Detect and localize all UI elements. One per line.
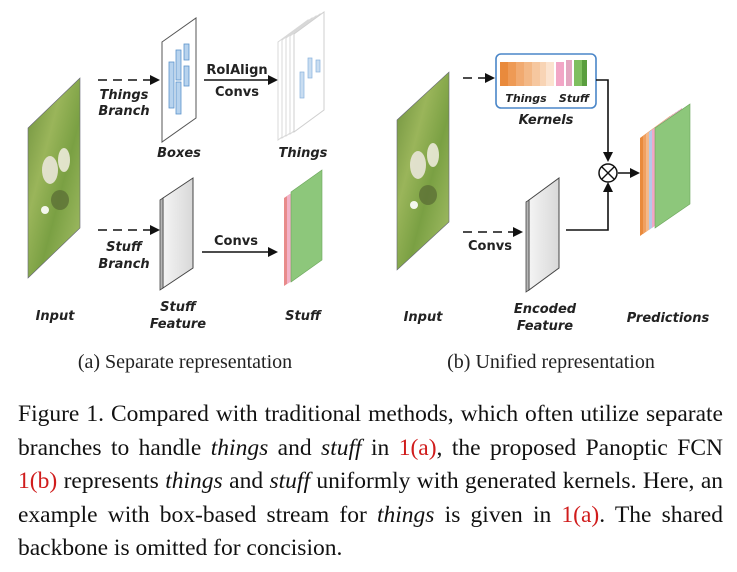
caption-things-3: things	[377, 501, 435, 528]
caption-text-6: . The shared backbone is omitted for con…	[18, 501, 723, 562]
stuff-feature-label-line1: Stuff	[160, 300, 197, 315]
roialign-label-line2: Convs	[215, 85, 259, 100]
caption-and: and	[268, 434, 322, 461]
caption-in: in	[361, 434, 399, 461]
convs-label-b: Convs	[468, 239, 512, 254]
figure: Input Things Branch Boxes RoIAlign Convs	[27, 11, 710, 373]
stuff-branch-label-line1: Stuff	[106, 240, 143, 255]
caption-stuff-2: stuff	[269, 468, 310, 494]
input-label-b: Input	[404, 310, 444, 325]
caption-things: things	[210, 434, 269, 461]
caption-things-2: things	[165, 468, 223, 494]
caption-and-2: and	[222, 468, 270, 494]
subcaption-a: (a) Separate representation	[78, 351, 292, 373]
caption-fade-overlay	[480, 534, 737, 572]
stuff-branch-label-line2: Branch	[98, 257, 149, 272]
predictions-label: Predictions	[627, 311, 710, 326]
kernels-stuff-label: Stuff	[559, 92, 591, 105]
caption-stuff: stuff	[321, 434, 362, 461]
subcaption-b: (b) Unified representation	[447, 351, 655, 373]
stuff-feature: Stuff Feature	[150, 177, 206, 332]
kernels-label: Kernels	[519, 113, 574, 128]
ref-1a-link[interactable]: 1(a)	[398, 434, 437, 461]
things-label: Things	[279, 146, 328, 161]
figure-label: Figure 1.	[18, 401, 104, 427]
things-branch-label-line1: Things	[100, 88, 149, 103]
figure-caption: Figure 1. Compared with traditional meth…	[18, 398, 723, 566]
convs-label-a: Convs	[214, 234, 258, 249]
stuff-map: Stuff	[284, 169, 323, 324]
ref-1a-link-2[interactable]: 1(a)	[561, 501, 600, 528]
caption-text-1: Compared with traditional methods, which…	[18, 401, 723, 461]
panel-a: Input Things Branch Boxes RoIAlign Convs	[27, 11, 328, 373]
multiply-symbol	[598, 163, 618, 183]
input-label-a: Input	[36, 309, 76, 324]
things-stack: Things	[277, 11, 328, 161]
boxes-label: Boxes	[157, 146, 201, 161]
panel-b: Input Things Stuff Kernels	[396, 53, 710, 373]
kernels-to-multiply-arrow	[596, 79, 613, 162]
encoded-feature-label-line1: Encoded	[514, 302, 577, 317]
kernels-box: Things Stuff Kernels	[495, 53, 597, 128]
caption-text-5: is given in	[434, 501, 562, 528]
predictions-stack: Predictions	[627, 103, 710, 326]
kernels-things-label: Things	[505, 92, 547, 105]
encoded-feature: Encoded Feature	[514, 177, 577, 334]
ref-1b-link[interactable]: 1(b)	[18, 468, 58, 494]
caption-text-2: , the proposed Panoptic FCN	[436, 434, 723, 461]
stuff-label: Stuff	[285, 309, 322, 324]
stuff-feature-label-line2: Feature	[150, 317, 206, 332]
roialign-label-line1: RoIAlign	[206, 63, 267, 78]
caption-text-4: uniformly with generated kernels. Here, …	[18, 468, 723, 528]
encoded-feature-label-line2: Feature	[517, 319, 573, 334]
input-image-a: Input	[27, 77, 81, 324]
boxes-feature: Boxes	[157, 17, 201, 161]
encoded-to-multiply-arrow	[566, 182, 613, 231]
input-image-b: Input	[396, 71, 450, 325]
caption-text-3: represents	[57, 468, 166, 494]
things-branch-label-line2: Branch	[98, 104, 149, 119]
